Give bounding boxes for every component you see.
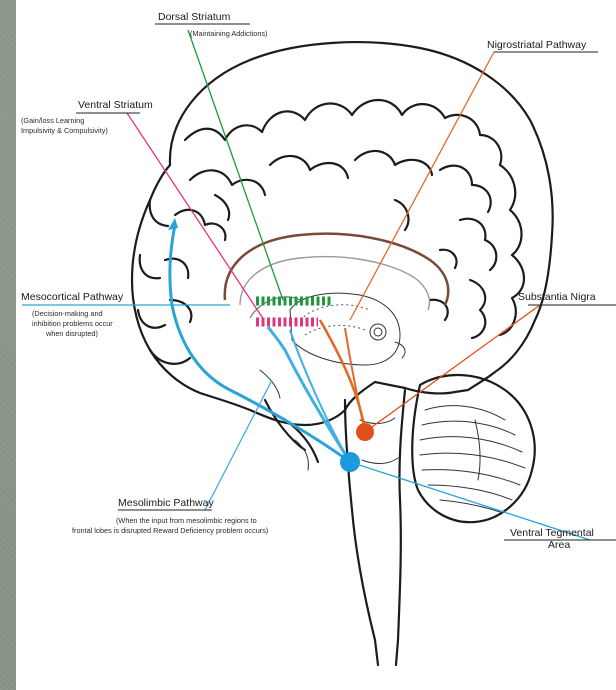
mesocortical-description-3: when disrupted) (45, 329, 98, 338)
ventral-striatum-description-2: Impulsivity & Compulsivity) (21, 126, 108, 135)
ventral-striatum-title: Ventral Striatum (78, 99, 153, 111)
substantia-nigra-leader (365, 305, 540, 432)
mesolimbic-title: Mesolimbic Pathway (118, 497, 214, 509)
mesolimbic-pathway-line (268, 327, 350, 462)
mesocortical-pathway-line (168, 218, 350, 462)
mesocortical-title: Mesocortical Pathway (21, 291, 124, 303)
vta-title-line-2: Area (548, 539, 570, 551)
brainstem (345, 390, 405, 665)
mesolimbic-leader (205, 380, 272, 510)
dorsal-striatum-description: (Maintaining Addictions) (190, 29, 267, 38)
substantia-nigra-title: Substantia Nigra (518, 291, 596, 303)
vta-title-line-1: Ventral Tegmental (510, 527, 594, 539)
mesolimbic-description-2: frontal lobes is disrupted Reward Defici… (72, 526, 268, 535)
mesocortical-description-2: inhibition problems occur (32, 319, 113, 328)
mesocortical-description-1: (Decision-making and (32, 309, 103, 318)
ventral-striatum-description-1: (Gain/loss Learning (21, 116, 84, 125)
dorsal-striatum-leader (188, 30, 283, 300)
diagram-panel: Dorsal Striatum (Maintaining Addictions)… (16, 0, 616, 690)
mesolimbic-description-1: (When the input from mesolimbic regions … (116, 516, 257, 525)
nigrostriatal-title: Nigrostriatal Pathway (487, 39, 587, 51)
cerebellum (412, 375, 534, 522)
brain-diagram: Dorsal Striatum (Maintaining Addictions)… (16, 0, 616, 690)
dorsal-striatum-title: Dorsal Striatum (158, 11, 231, 23)
nigrostriatal-pathway-line (320, 320, 365, 432)
ventral-striatum-leader (127, 113, 264, 320)
